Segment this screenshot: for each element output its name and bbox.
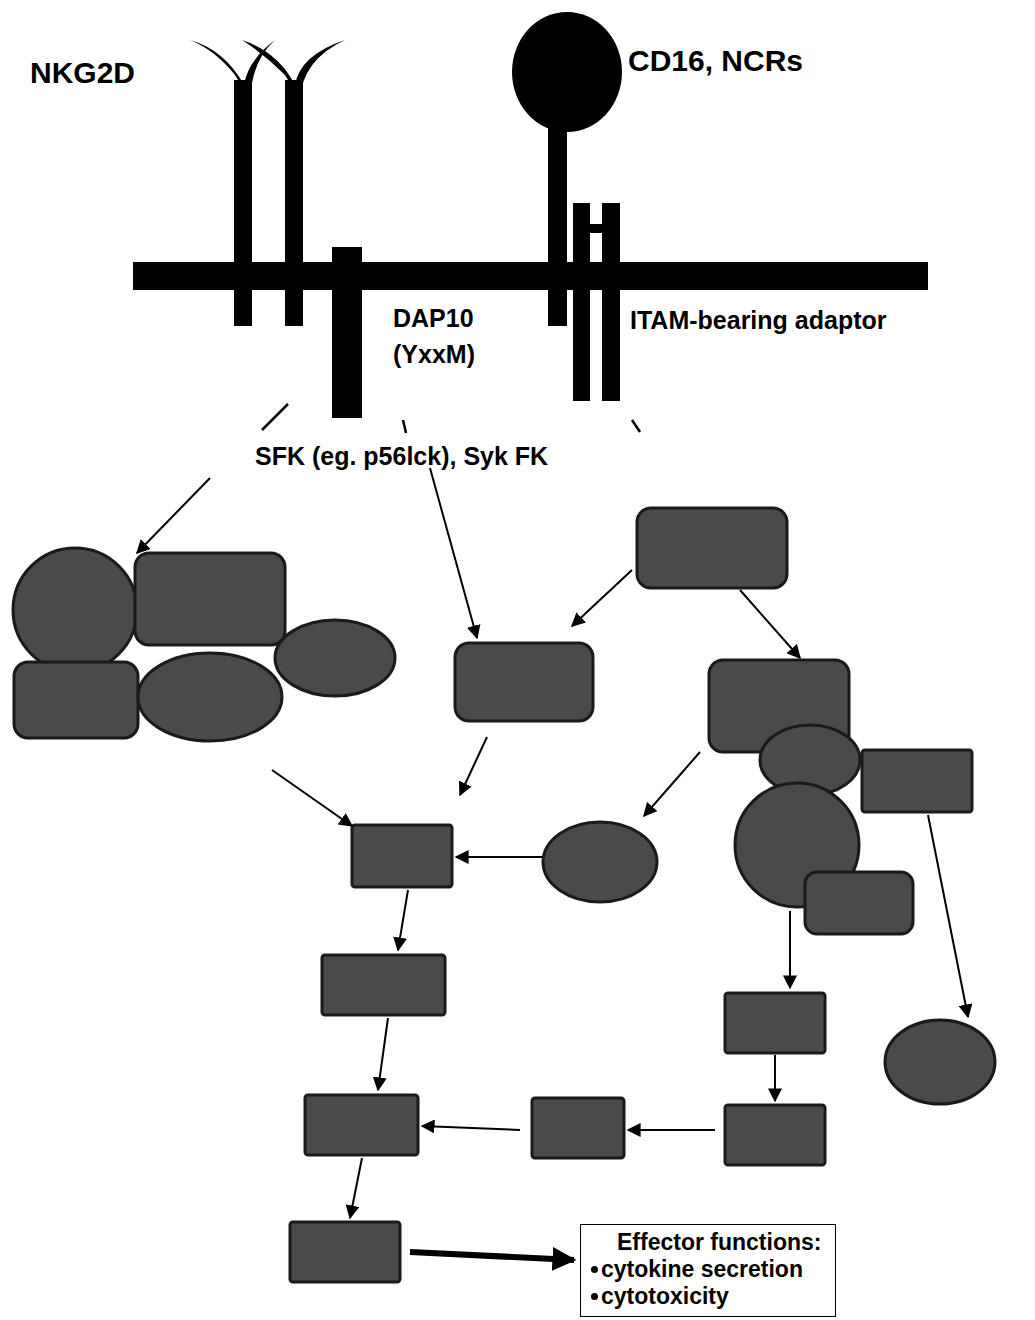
bullet bbox=[591, 1293, 598, 1300]
tick-marks bbox=[262, 404, 640, 433]
bullet bbox=[591, 1266, 598, 1273]
molecule-label: NKG2D bbox=[30, 56, 135, 91]
itam-adaptor bbox=[573, 203, 620, 401]
molecule-label: ITAM-bearing adaptor bbox=[630, 306, 886, 335]
molecule-label: CD16, NCRs bbox=[628, 44, 803, 79]
signaling-molecules bbox=[13, 508, 995, 1282]
effector-arrow bbox=[410, 1252, 574, 1260]
membrane bbox=[133, 262, 928, 290]
bullet-text: cytotoxicity bbox=[601, 1283, 729, 1310]
text-row: cytotoxicity bbox=[591, 1283, 821, 1310]
dap10-adaptor bbox=[332, 247, 362, 418]
nkg2d-receptor bbox=[190, 40, 345, 326]
molecule-label: DAP10 (YxxM) bbox=[393, 300, 498, 373]
text-row: cytokine secretion bbox=[591, 1256, 821, 1283]
box-heading: Effector functions: bbox=[617, 1229, 821, 1256]
effector-box: Effector functions:cytokine secretioncyt… bbox=[580, 1224, 836, 1317]
text-row: Effector functions: bbox=[591, 1229, 821, 1256]
molecule-label: SFK (eg. p56lck), Syk FK bbox=[255, 442, 548, 471]
bullet-text: cytokine secretion bbox=[601, 1256, 803, 1283]
pathway-arrows bbox=[137, 468, 968, 1218]
